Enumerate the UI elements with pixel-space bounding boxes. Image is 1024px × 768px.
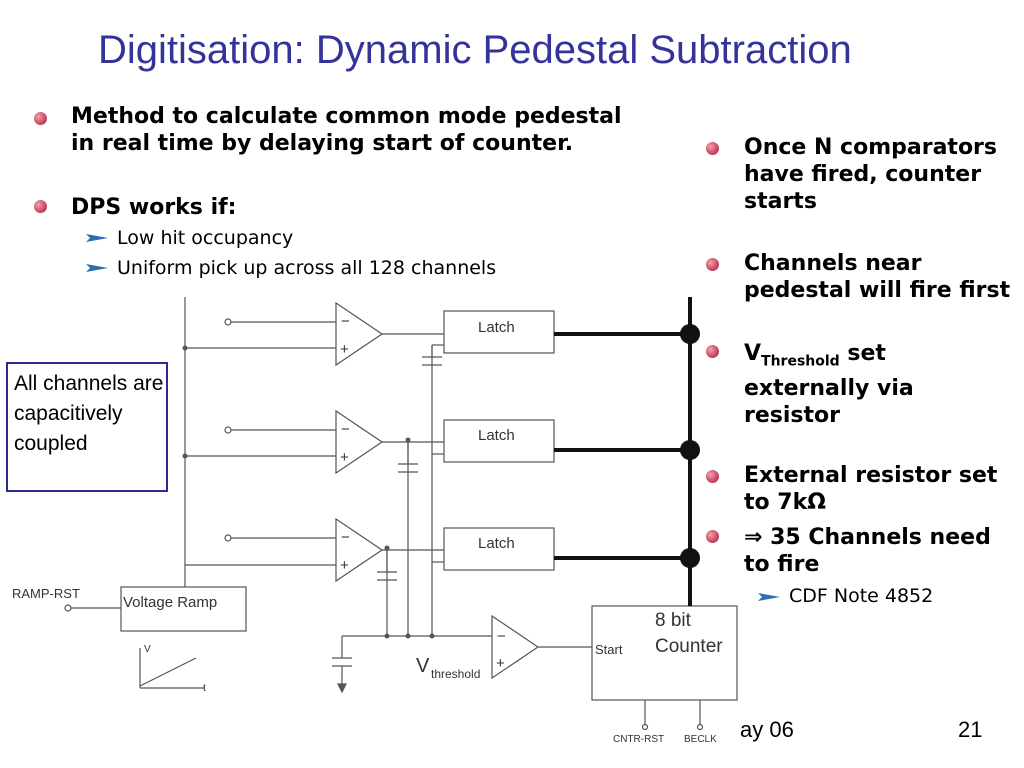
latch-label: Latch — [478, 427, 515, 444]
callout-box: All channels are capacitively coupled — [6, 362, 168, 492]
pink-dot-bullet-icon — [34, 200, 47, 213]
vthreshold-main: V — [416, 655, 430, 677]
blue-arrow-bullet-icon — [86, 234, 108, 242]
counter-line1: 8 bit — [655, 610, 692, 631]
plus-sign: + — [340, 557, 349, 574]
plus-sign: + — [496, 655, 505, 672]
cntr-rst-label: CNTR-RST — [613, 734, 664, 745]
pink-dot-bullet-icon — [34, 112, 47, 125]
plus-sign: + — [340, 449, 349, 466]
latch-label: Latch — [478, 319, 515, 336]
slide-title: Digitisation: Dynamic Pedestal Subtracti… — [98, 28, 852, 72]
page-number: 21 — [958, 717, 983, 742]
pink-dot-bullet-icon — [706, 470, 719, 483]
blue-arrow-bullet-icon — [758, 593, 780, 601]
plus-sign: + — [340, 341, 349, 358]
right-bullet-3: VThreshold set externally via resistor — [744, 340, 1014, 429]
right-bullet-5: ⇒ 35 Channels need to fire — [744, 525, 991, 577]
counter-line2: Counter — [655, 636, 723, 657]
minus-sign: − — [341, 421, 350, 438]
pink-dot-bullet-icon — [706, 142, 719, 155]
right-subbullet-1: CDF Note 4852 — [789, 585, 934, 607]
footer-date: ay 06 — [740, 717, 794, 742]
v-threshold-sub: Threshold — [761, 353, 840, 370]
pink-dot-bullet-icon — [706, 258, 719, 271]
t-axis-label: t — [203, 683, 206, 694]
minus-sign: − — [341, 313, 350, 330]
vthreshold-sub: threshold — [431, 667, 480, 681]
right-bullet-2: Channels near pedestal will fire first — [744, 251, 1011, 303]
left-subbullet-2: Uniform pick up across all 128 channels — [117, 257, 497, 279]
pink-dot-bullet-icon — [706, 530, 719, 543]
minus-sign: − — [497, 628, 506, 645]
v-axis-label: V — [144, 644, 151, 655]
v-threshold-main: V — [744, 341, 762, 366]
start-label: Start — [595, 642, 623, 657]
blue-arrow-bullet-icon — [86, 264, 108, 272]
latch-label: Latch — [478, 535, 515, 552]
minus-sign: − — [341, 529, 350, 546]
voltage-ramp-label: Voltage Ramp — [123, 594, 217, 611]
pink-dot-bullet-icon — [706, 345, 719, 358]
left-subbullet-1: Low hit occupancy — [117, 227, 294, 249]
right-bullet-4: External resistor set to 7kΩ — [744, 463, 998, 515]
right-bullet-1: Once N comparators have fired, counter s… — [744, 135, 997, 214]
left-bullet-2: DPS works if: — [71, 195, 237, 220]
ramp-rst-label: RAMP-RST — [12, 586, 80, 601]
left-bullet-1: Method to calculate common mode pedestal… — [71, 104, 622, 156]
v-threshold-rest: set externally via resistor — [744, 341, 914, 429]
beclk-label: BECLK — [684, 734, 717, 745]
